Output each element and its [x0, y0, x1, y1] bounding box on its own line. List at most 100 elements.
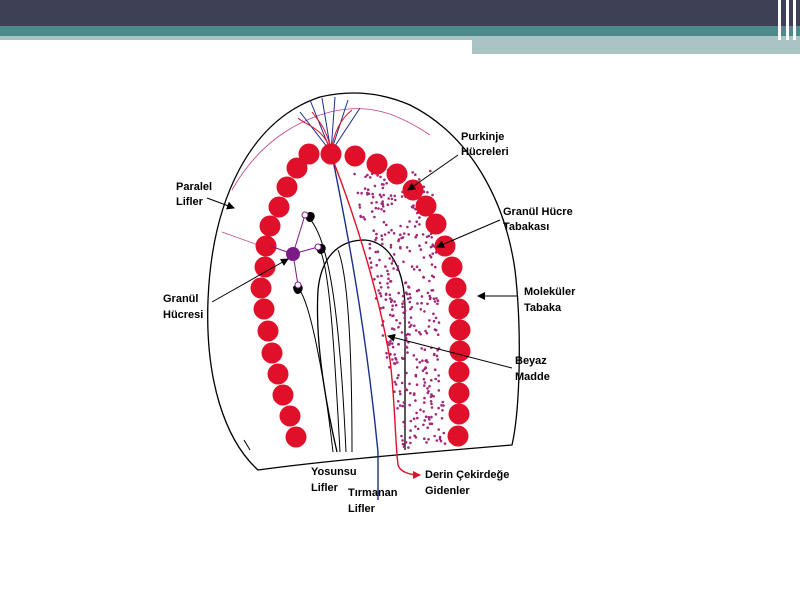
granule-dot [389, 246, 393, 249]
granule-dot [353, 172, 356, 176]
granule-dot [425, 359, 428, 362]
granule-dot [393, 300, 396, 303]
granule-dot [417, 288, 421, 292]
granule-dot [385, 351, 388, 355]
granule-dot [414, 399, 417, 402]
granule-dot [431, 252, 435, 255]
granule-dot [390, 202, 394, 206]
header-edge-mark [793, 0, 796, 40]
granule-dot [366, 191, 369, 195]
granule-dot [429, 255, 433, 259]
granule-dot [423, 367, 427, 371]
granule-dot [418, 178, 421, 181]
granule-dot [375, 263, 379, 267]
granule-dot [420, 295, 424, 298]
granule-dot [409, 391, 412, 395]
granule-dot [436, 333, 440, 337]
granule-dot [399, 233, 402, 236]
granule-dot [440, 404, 443, 407]
granule-dot [409, 296, 412, 300]
granule-dot [393, 194, 397, 198]
granule-dot [359, 215, 363, 219]
purkinje-cell [434, 235, 456, 257]
granule-dot [373, 277, 376, 281]
header-light-tab [472, 36, 800, 54]
granule-dot [368, 242, 372, 246]
granule-dot [403, 316, 407, 320]
granule-dot [378, 281, 382, 285]
granule-dot [391, 304, 394, 308]
granule-dot [358, 206, 362, 209]
granule-dot [376, 174, 379, 177]
granule-dot [422, 378, 426, 381]
granule-dot [389, 194, 393, 197]
granule-dot [389, 297, 392, 300]
granule-dot [412, 354, 416, 357]
granule-dot [415, 411, 418, 415]
granule-dot [423, 437, 426, 441]
granule-dot [433, 300, 437, 303]
granule-dot [408, 333, 411, 336]
purkinje-cell [448, 298, 470, 320]
granule-dot [426, 391, 430, 395]
purkinje-cell [448, 361, 470, 383]
granule-dot [430, 415, 433, 419]
granule-dot [401, 442, 405, 446]
granule-dot [386, 203, 390, 206]
efferent-axon [332, 159, 421, 479]
granule-dot [392, 362, 396, 365]
granule-dot [416, 427, 420, 431]
granule-dot [370, 201, 374, 205]
granule-dot [397, 238, 401, 241]
mossy-fibers [297, 217, 353, 453]
granule-dot [413, 324, 416, 328]
granule-dot [401, 305, 404, 309]
granule-dot [400, 331, 404, 334]
granule-dot [391, 259, 395, 262]
parallel-fiber [231, 108, 431, 191]
granule-dot [408, 325, 412, 329]
granule-dot [422, 410, 426, 413]
granule-dot [404, 281, 407, 285]
granule-dot [441, 400, 445, 404]
granule-dot [400, 434, 403, 438]
granule-dot [356, 191, 360, 195]
granule-dot [406, 297, 410, 301]
granule-dot [423, 401, 426, 404]
purkinje-cell [279, 405, 301, 427]
purkinje-cell [250, 277, 272, 299]
granule-dot [391, 342, 394, 345]
header-bar [0, 0, 800, 26]
granule-dot [411, 171, 415, 174]
granule-dot [415, 233, 419, 237]
granule-dot [376, 275, 380, 278]
purkinje-cell [254, 256, 276, 278]
granule-dot [436, 299, 440, 303]
granule-dot [435, 297, 438, 300]
granule-dot [399, 392, 402, 396]
purkinje-cell [448, 382, 470, 404]
granule-dot [387, 197, 391, 200]
purkinje-cells [250, 143, 471, 448]
granule-dot [362, 215, 365, 219]
granule-dot [377, 289, 380, 292]
granule-dot [387, 231, 391, 234]
granule-dot [433, 434, 436, 438]
granule-dot [400, 381, 404, 385]
granule-dot [437, 379, 441, 383]
purkinje-cell [253, 298, 275, 320]
granule-dot [442, 431, 446, 435]
label-tirmanan-2: Lifler [348, 503, 376, 515]
granule-dot [380, 234, 384, 237]
granule-dot [379, 175, 382, 179]
granule-dot [419, 308, 423, 311]
granule-dot [382, 209, 386, 213]
purkinje-cell [285, 426, 307, 448]
granule-dot [390, 327, 394, 330]
granule-cell-body [286, 247, 300, 261]
granule-dot [394, 198, 397, 202]
granule-dot [396, 361, 399, 364]
granule-dot [364, 175, 367, 179]
granule-dot [423, 310, 426, 313]
granule-dot [427, 325, 431, 328]
